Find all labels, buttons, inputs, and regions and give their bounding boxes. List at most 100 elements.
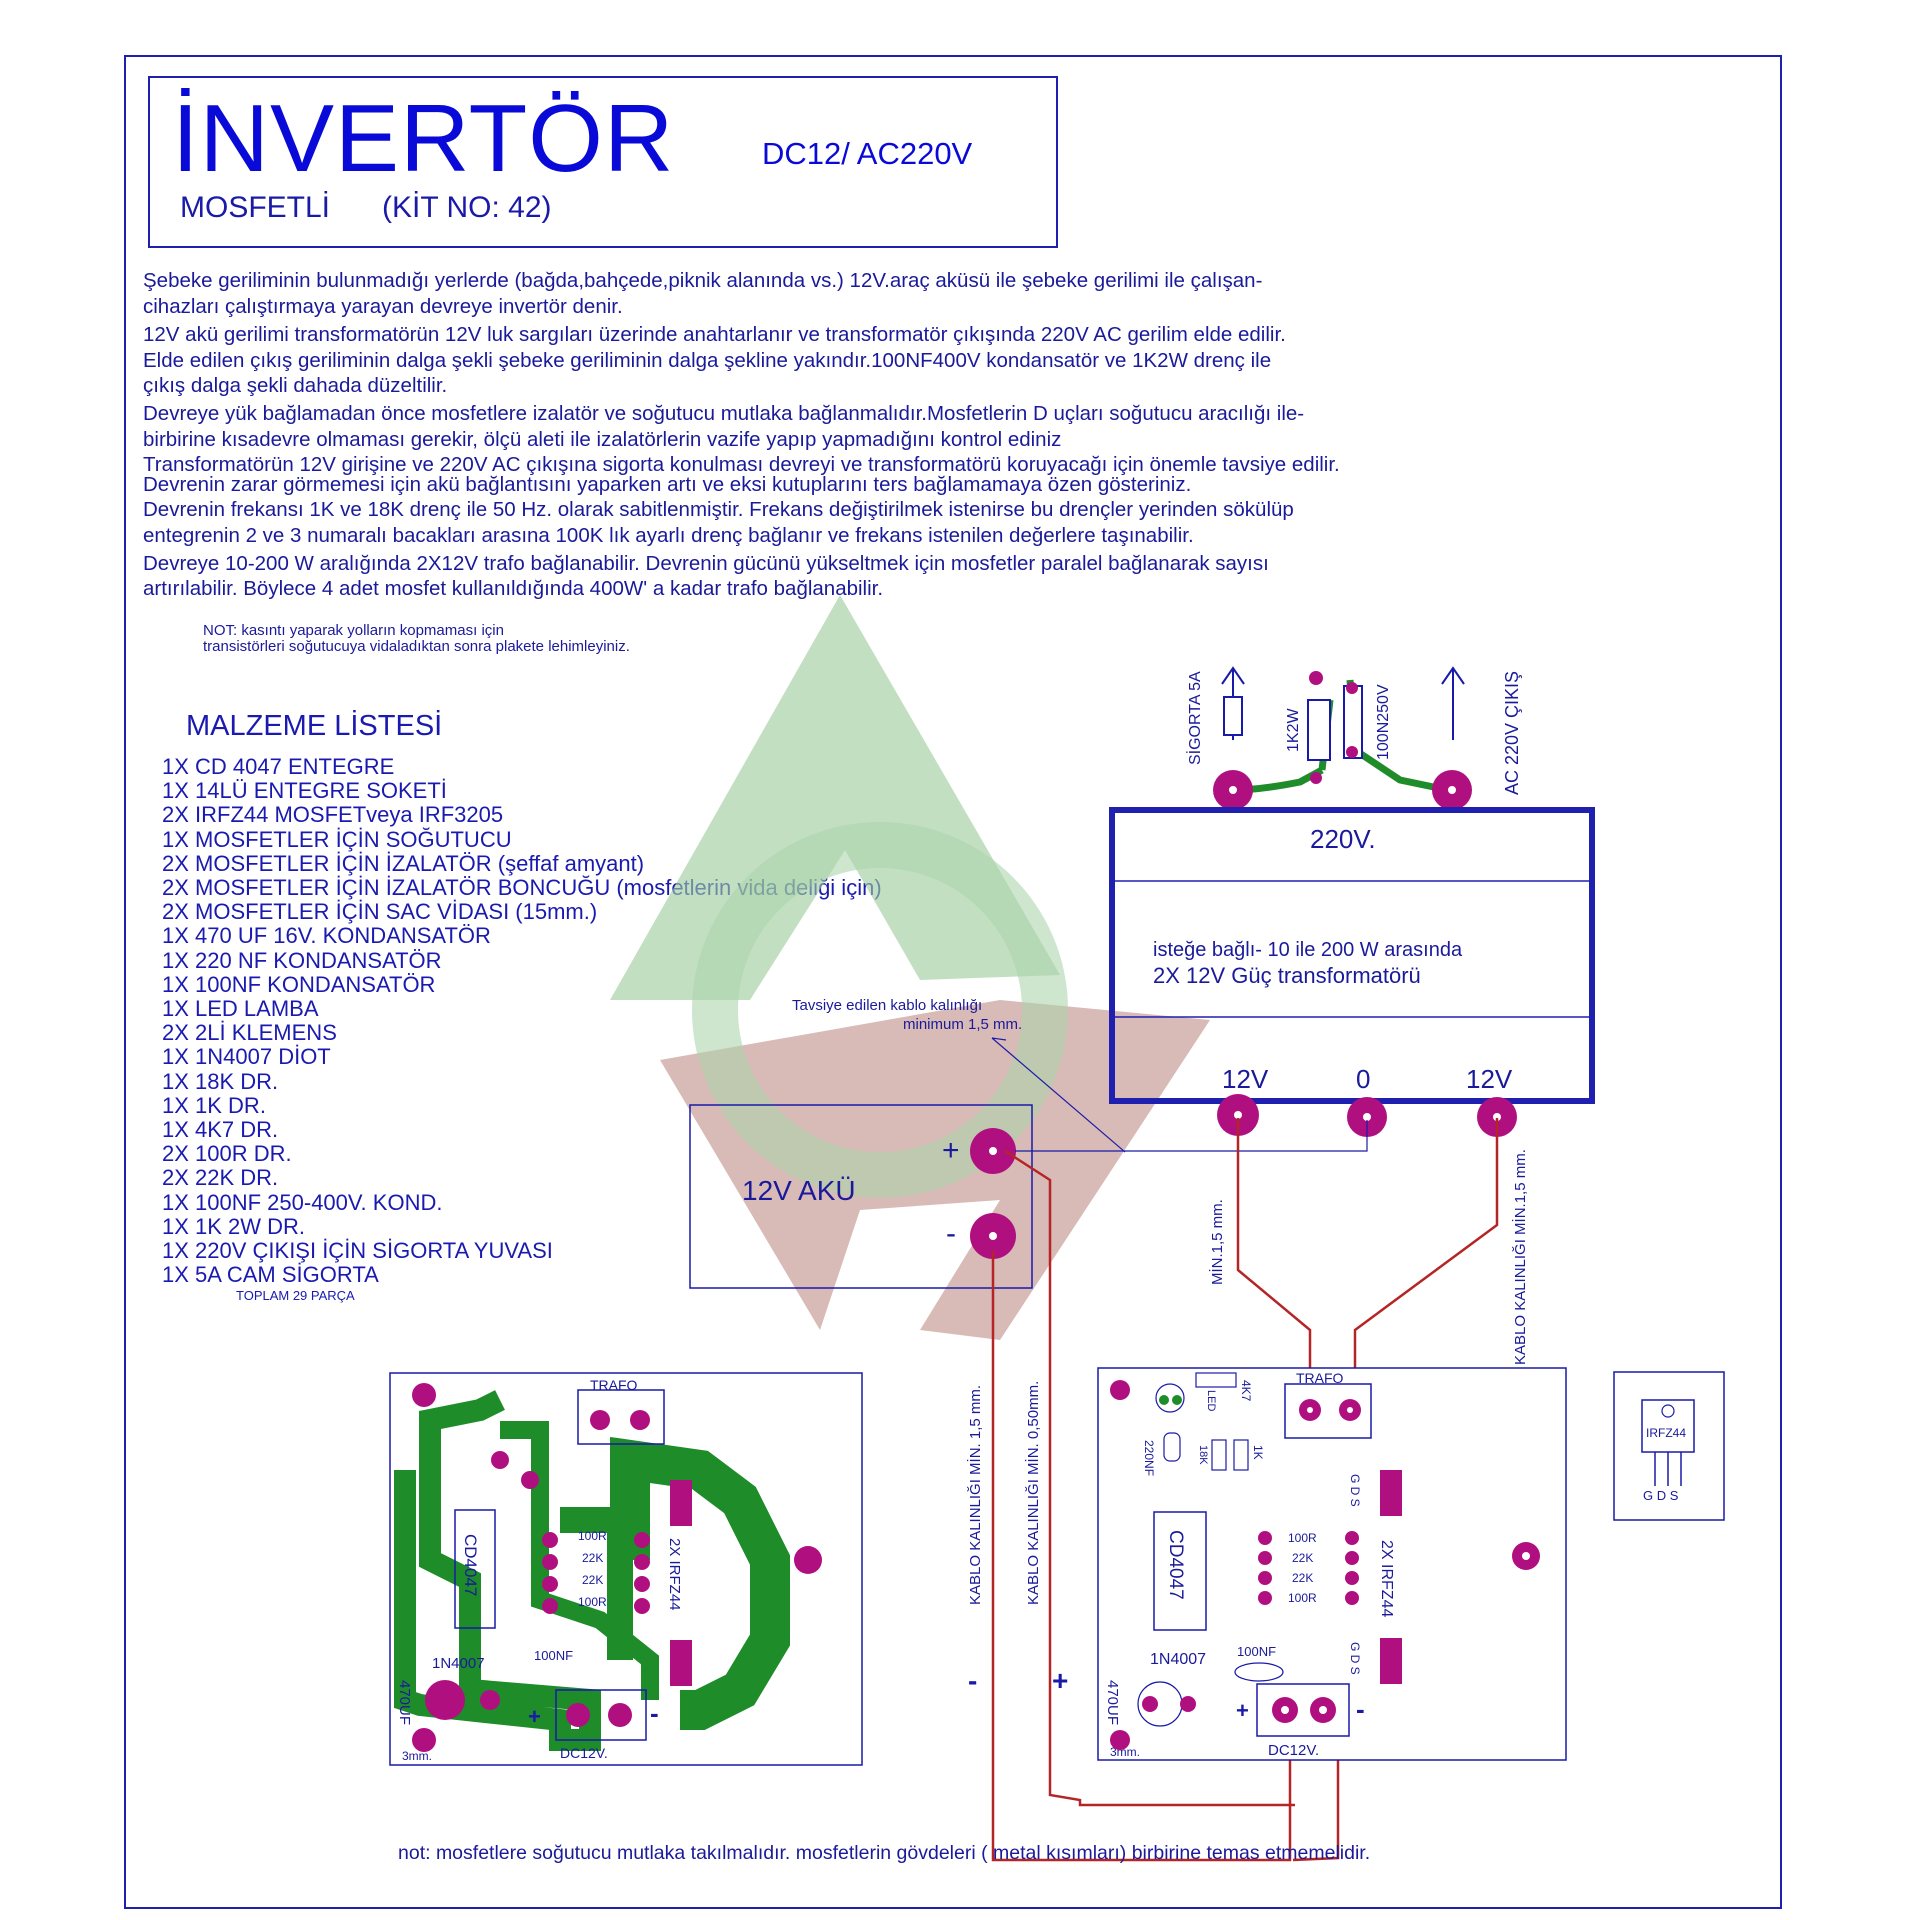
ac-out-label: AC 220V ÇIKIŞ [1502, 671, 1522, 795]
page-frame [124, 55, 1782, 1909]
pcb-r22b: 22K [1292, 1571, 1313, 1585]
desc-line: entegrenin 2 ve 3 numaralı bacakları ara… [143, 523, 1194, 547]
pcb-trafo: TRAFO [1296, 1370, 1344, 1386]
pcb-copper-c470: 470UF [396, 1680, 413, 1725]
pcb-r100b: 100R [1288, 1591, 1317, 1605]
output-section: SİGORTA 5A 1K2W 100N250V AC 220V ÇIKIŞ [1185, 666, 1522, 810]
dc-terminal [555, 1689, 647, 1741]
mosfet-label: IRFZ44 [1646, 1426, 1686, 1440]
pcb-copper-ic: CD4047 [461, 1534, 480, 1596]
wire-minus: - [968, 1665, 977, 1696]
watermark-logo [610, 595, 1210, 1340]
pcb-copper-diode: 1N4007 [432, 1655, 485, 1672]
transformer-desc1: isteğe bağlı- 10 ile 200 W arasında [1153, 939, 1463, 961]
parts-item: 1X 5A CAM SİGORTA [162, 1262, 379, 1288]
parts-item: 1X CD 4047 ENTEGRE [162, 754, 395, 779]
mosfet-pins: G D S [1643, 1488, 1679, 1503]
pcb-dc: DC12V. [1268, 1742, 1319, 1759]
desc-line: Devrenin zarar görmemesi için akü bağlan… [143, 472, 1192, 496]
watermark-green [610, 595, 1060, 1000]
pcb-copper-c100: 100NF [534, 1648, 573, 1663]
copper-trace [610, 1436, 790, 1730]
pcb-copper-r22b: 22K [582, 1573, 603, 1587]
parts-item: 1X MOSFETLER İÇİN SOĞUTUCU [162, 826, 512, 852]
cap-label: 100N250V [1375, 684, 1392, 760]
desc-line: Şebeke geriliminin bulunmadığı yerlerde … [143, 269, 1263, 292]
pcb-copper-minus: - [650, 1698, 659, 1728]
cable-note-1: Tavsiye edilen kablo kalınlığı [792, 997, 982, 1014]
parts-item: 2X MOSFETLER İÇİN İZALATÖR (şeffaf amyan… [162, 850, 645, 876]
pcb-copper-plus: + [528, 1704, 541, 1729]
pcb-ic: CD4047 [1165, 1530, 1186, 1600]
parts-item: 1X 4K7 DR. [162, 1117, 279, 1143]
wire-plus: + [1052, 1665, 1068, 1696]
pcb-mos: 2X IRFZ44 [1378, 1540, 1395, 1617]
cable-note-2: minimum 1,5 mm. [903, 1016, 1022, 1033]
description: Şebeke geriliminin bulunmadığı yerlerde … [143, 268, 1773, 602]
parts-item: 1X 1K DR. [162, 1092, 266, 1118]
tap-left: 12V [1222, 1064, 1269, 1094]
pcb-minus: - [1356, 1694, 1365, 1724]
mosfet-pinout: IRFZ44 G D S [1613, 1371, 1725, 1521]
tap-mid: 0 [1356, 1064, 1370, 1094]
transformer-desc2: 2X 12V Güç transformatörü [1153, 963, 1421, 988]
parts-item: 2X IRFZ44 MOSFETveya IRF3205 [162, 802, 504, 828]
pcb-copper-hole: 3mm. [402, 1749, 432, 1763]
desc-line: Devrenin frekansı 1K ve 18K drenç ile 50… [143, 498, 1294, 522]
parts-item: 2X 100R DR. [162, 1141, 292, 1167]
pcb-gds-bottom: G D S [1348, 1642, 1362, 1675]
pcb-copper-r100b: 100R [578, 1595, 607, 1609]
dc-terminal [1256, 1683, 1350, 1737]
output-trace [1232, 679, 1449, 794]
pcb-r100a: 100R [1288, 1531, 1317, 1545]
pcb-c220: 220NF [1142, 1440, 1156, 1476]
parts-item: 1X 220V ÇIKIŞI İÇİN SİGORTA YUVASI [162, 1238, 553, 1264]
desc-line: Transformatörün 12V girişine ve 220V AC … [143, 453, 1340, 477]
copper-trace [500, 1421, 659, 1700]
pcb-r4k7: 4K7 [1239, 1380, 1253, 1402]
pcb-r22a: 22K [1292, 1551, 1313, 1565]
transformer-box: 220V. isteğe bağlı- 10 ile 200 W arasınd… [1109, 807, 1595, 1137]
wire-min-left: MİN.1,5 mm. [1208, 1199, 1226, 1285]
plus-to-center-wire [1015, 1120, 1368, 1152]
pcb-copper-trafo: TRAFO [590, 1377, 638, 1393]
transformer-top: 220V. [1310, 824, 1376, 854]
parts-item: 2X 22K DR. [162, 1165, 279, 1191]
note-line: transistörleri soğutucuya vidaladıktan s… [203, 638, 630, 655]
desc-line: 12V akü gerilimi transformatörün 12V luk… [143, 323, 1286, 347]
desc-line: Devreye 10-200 W aralığında 2X12V trafo … [143, 551, 1269, 575]
parts-item: 1X 14LÜ ENTEGRE SOKETİ [162, 778, 447, 804]
parts-item: 1X 100NF KONDANSATÖR [162, 971, 436, 997]
pcb-copper-dc: DC12V. [560, 1745, 608, 1761]
trafo-terminal [1284, 1383, 1372, 1439]
title-box: İNVERTÖR DC12/ AC220V MOSFETLİ(KİT NO: 4… [148, 76, 1058, 248]
desc-line: Elde edilen çıkış geriliminin dalga şekl… [143, 348, 1272, 372]
battery-section: 12V AKÜ + - Tavsiye edilen kablo kalınlı… [689, 997, 1368, 1289]
parts-item: 1X 220 NF KONDANSATÖR [162, 947, 442, 973]
wire-min-right: KABLO KALINLIĞI MİN.1,5 mm. [1511, 1149, 1529, 1365]
battery-box [689, 1104, 1033, 1289]
parts-item: 2X MOSFETLER İÇİN SAC VİDASI (15mm.) [162, 899, 598, 925]
ic-outline [454, 1509, 496, 1629]
parts-item: 2X 2Lİ KLEMENS [162, 1020, 337, 1046]
desc-line: birbirine kısadevre olmaması gerekir, öl… [143, 427, 1062, 451]
page-title: İNVERTÖR [172, 85, 675, 192]
pad [1346, 682, 1358, 694]
pcb-c100: 100NF [1237, 1644, 1276, 1659]
pcb-gds-top: G D S [1348, 1474, 1362, 1507]
pcb-copper-mos: 2X IRFZ44 [666, 1538, 683, 1611]
pcb-plus: + [1236, 1698, 1249, 1723]
pcb-r1k: 1K [1251, 1445, 1265, 1460]
copper-trace [560, 1507, 633, 1660]
res-label: 1K2W [1285, 708, 1302, 752]
pad [1309, 671, 1323, 685]
kit-number: (KİT NO: 42) [382, 191, 552, 224]
desc-line: çıkış dalga şekli dahada düzeltilir. [143, 374, 448, 398]
title-line2: MOSFETLİ(KİT NO: 42) [180, 191, 552, 225]
footer-note: not: mosfetlere soğutucu mutlaka takılma… [398, 1842, 1371, 1864]
fuse-symbol [1223, 696, 1243, 736]
pcb-copper: TRAFO DC12V. + - CD4047 2X IRFZ44 100R 2… [389, 1372, 863, 1766]
pcb-component: TRAFO 4K7 LED 220NF 18K 1K CD4047 2X IRF… [1097, 1367, 1567, 1761]
parts-item: 1X 1K 2W DR. [162, 1213, 306, 1239]
